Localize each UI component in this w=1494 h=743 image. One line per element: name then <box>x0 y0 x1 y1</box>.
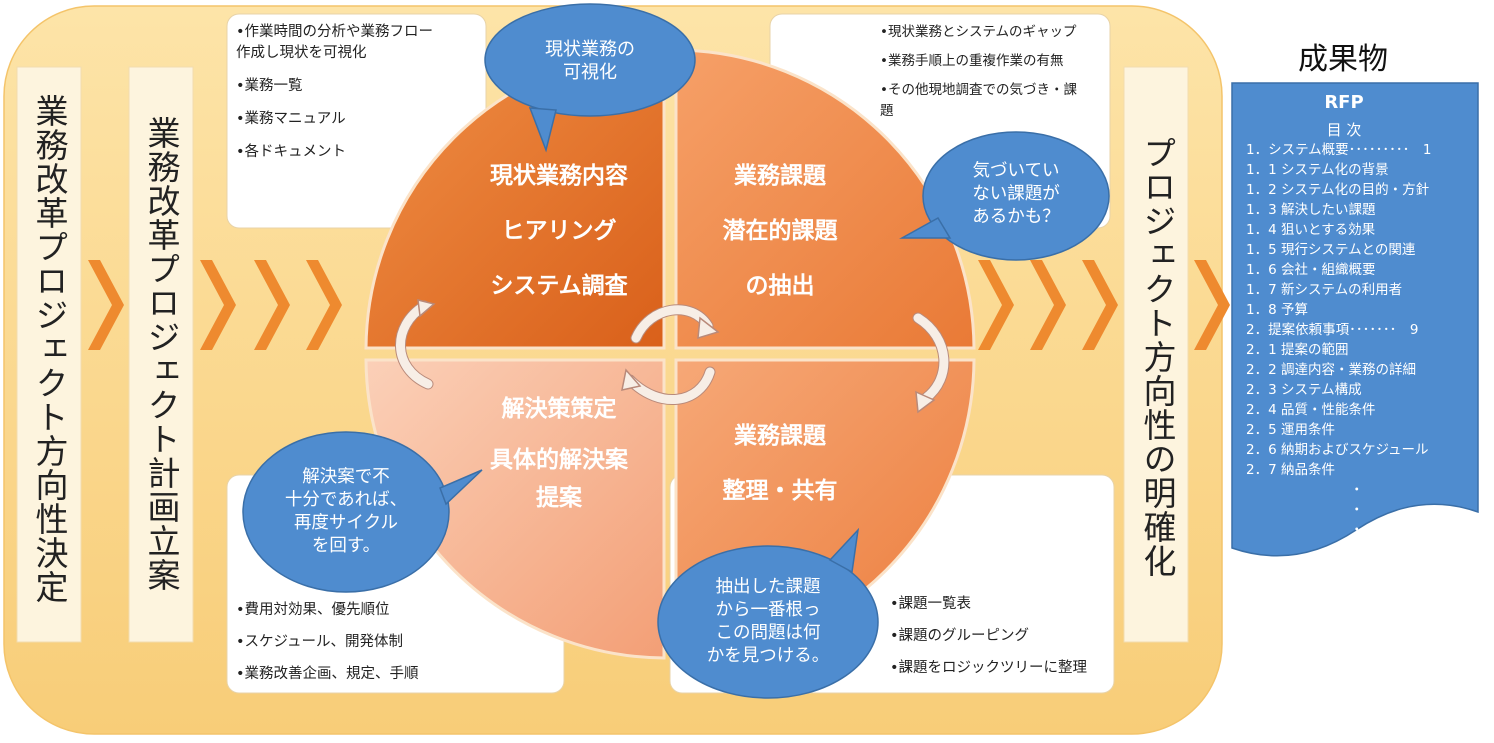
deliverables-heading: 成果物 <box>1298 42 1388 77</box>
quadrant-label-bottom-left: 解決策策定 具体的解決案 提案 <box>462 398 656 540</box>
list-item: •現状業務とシステムのギャップ <box>880 24 1077 40</box>
column-direction <box>16 66 82 643</box>
bubble-unaware-shape <box>899 131 1110 261</box>
column-planning <box>128 66 194 643</box>
list-item: •作業時間の分析や業務フロー作成し現状を可視化 <box>236 24 434 61</box>
bubble-line: 可視化 <box>563 62 617 83</box>
list-item: •費用対効果、優先順位 <box>236 602 390 618</box>
bubble-root: 抽出した課題 から一番根っ この問題は何 かを見つける。 <box>690 576 846 668</box>
rfp-title: RFP <box>1324 92 1364 113</box>
list-item: •スケジュール、開発体制 <box>236 634 404 650</box>
list-item: •その他現地調査での気づき・課題 <box>880 82 1077 119</box>
list-item: •業務マニュアル <box>236 111 346 127</box>
toc-item: ・ <box>1350 522 1364 538</box>
toc-item: 2．2 調達内容・業務の詳細 <box>1246 362 1416 378</box>
toc-item: 2．5 運用条件 <box>1246 422 1335 438</box>
toc-item: 1．4 狙いとする効果 <box>1246 222 1376 238</box>
quadrant-line: 潜在的課題 <box>722 218 838 244</box>
toc-item: 2．提案依頼事項･･･････ 9 <box>1246 322 1419 338</box>
column-clarify <box>1123 66 1189 643</box>
list-item: •業務一覧 <box>236 78 303 94</box>
list-item: •各ドキュメント <box>236 144 347 160</box>
toc-item: ・ <box>1350 482 1364 498</box>
quadrant-line: 業務課題 <box>734 423 826 449</box>
toc-item: 1．2 システム化の目的・方針 <box>1246 182 1430 198</box>
toc-item: 1．6 会社・組織概要 <box>1246 262 1376 278</box>
bubble-line: あるかも？ <box>972 207 1060 227</box>
quadrant-label-top-right: 業務課題 潜在的課題 の抽出 <box>692 164 868 329</box>
label-planning: 業務改革プロジェクト計画立案 <box>142 116 181 592</box>
quadrant-line: システム調査 <box>490 273 628 299</box>
bubble-retry: 解決案で不 十分であれば、 再度サイクル を回す。 <box>268 466 424 558</box>
toc-item: ・ <box>1350 502 1364 518</box>
list-item: •課題一覧表 <box>890 596 972 612</box>
quadrant-line: 業務課題 <box>734 163 826 189</box>
bubble-line: かを見つける。 <box>706 646 830 666</box>
label-direction: 業務改革プロジェクト方向性決定 <box>30 94 69 604</box>
quadrant-line: 現状業務内容 <box>490 163 628 189</box>
quadrant-line: 解決策策定 <box>501 396 617 422</box>
toc-item: 1．1 システム化の背景 <box>1246 162 1389 178</box>
label-clarify: プロジェクト方向性の明確化 <box>1138 136 1177 578</box>
bubble-visualize: 現状業務の 可視化 <box>510 38 670 84</box>
top-right-list: •現状業務とシステムのギャップ •業務手順上の重複作業の有無 •その他現地調査で… <box>880 22 1090 128</box>
toc-item: 2．7 納品条件 <box>1246 462 1335 478</box>
cycle-arrows <box>395 300 950 406</box>
bubble-line: 十分であれば、 <box>284 490 408 510</box>
bubble-retry-shape <box>242 431 483 593</box>
bubble-line: 現状業務の <box>545 39 635 60</box>
bubble-line: から一番根っ <box>715 600 821 620</box>
list-item: •課題をロジックツリーに整理 <box>890 660 1088 676</box>
toc-item: 1．8 予算 <box>1246 302 1308 318</box>
quadrant-line: の抽出 <box>745 273 815 299</box>
list-item: •業務手順上の重複作業の有無 <box>880 53 1064 69</box>
bubble-visualize-shape <box>484 3 696 153</box>
bottom-left-list: •費用対効果、優先順位 •スケジュール、開発体制 •業務改善企画、規定、手順 <box>236 594 419 690</box>
toc-item: 1．システム概要･････････ 1 <box>1246 142 1432 158</box>
toc-item: 2．6 納期およびスケジュール <box>1246 442 1429 458</box>
quadrant-top-right <box>674 48 976 350</box>
bubble-line: 解決案で不 <box>302 467 390 487</box>
bubble-line: 再度サイクル <box>293 513 399 533</box>
bubble-unaware: 気づいてい ない課題が あるかも？ <box>946 160 1086 229</box>
bubble-line: 抽出した課題 <box>715 577 821 597</box>
rfp-toc-list: 1．システム概要･････････ 1 1．1 システム化の背景 1．2 システ… <box>1246 140 1432 540</box>
toc-item: 2．1 提案の範囲 <box>1246 342 1349 358</box>
bubble-root-shape <box>657 527 879 699</box>
cycle-arrowheads <box>417 299 936 414</box>
list-item: •課題のグルーピング <box>890 628 1030 644</box>
bubble-line: この問題は何 <box>715 623 821 643</box>
quadrant-line: 整理・共有 <box>722 478 838 504</box>
toc-item: 1．3 解決したい課題 <box>1246 202 1376 218</box>
rfp-toc-label: 目 次 <box>1326 121 1362 139</box>
top-left-list: •作業時間の分析や業務フロー作成し現状を可視化 •業務一覧 •業務マニュアル •… <box>236 22 446 169</box>
quadrant-bottom-left <box>364 358 666 660</box>
list-item: •業務改善企画、規定、手順 <box>236 666 419 682</box>
quadrant-line: 提案 <box>536 485 582 511</box>
quadrant-line: ヒアリング <box>501 218 617 244</box>
toc-item: 2．3 システム構成 <box>1246 382 1362 398</box>
toc-item: 2．4 品質・性能条件 <box>1246 402 1376 418</box>
rfp-document-shape <box>1231 82 1479 557</box>
quadrant-label-bottom-right: 業務課題 整理・共有 <box>692 424 868 534</box>
bubble-line: 気づいてい <box>972 161 1060 181</box>
bottom-right-list: •課題一覧表 •課題のグルーピング •課題をロジックツリーに整理 <box>890 588 1087 684</box>
chevron-arrows <box>88 260 1230 350</box>
quadrant-line: 具体的解決案 <box>490 447 628 473</box>
toc-item: 1．7 新システムの利用者 <box>1246 282 1403 298</box>
quadrant-label-top-left: 現状業務内容 ヒアリング システム調査 <box>462 164 656 329</box>
bubble-line: を回す。 <box>311 536 381 556</box>
bubble-line: ない課題が <box>972 184 1060 204</box>
toc-item: 1．5 現行システムとの関連 <box>1246 242 1416 258</box>
